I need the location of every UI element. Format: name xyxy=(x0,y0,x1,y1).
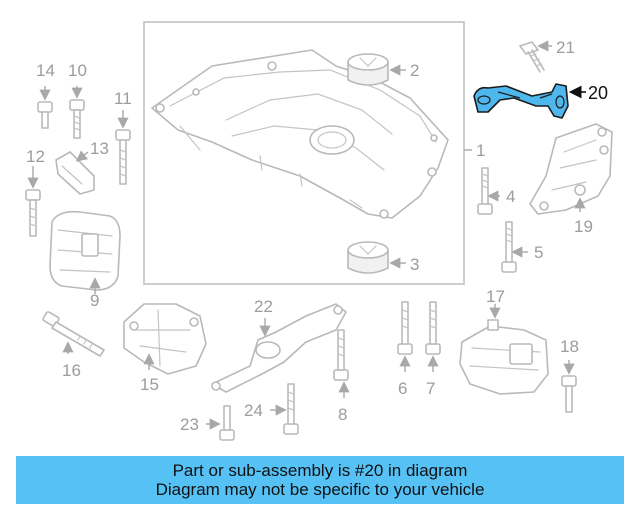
callout-2[interactable]: 2 xyxy=(410,61,419,80)
callout-19[interactable]: 19 xyxy=(574,217,593,236)
bolt-8[interactable] xyxy=(333,329,349,381)
callout-16[interactable]: 16 xyxy=(62,361,81,380)
callout-5[interactable]: 5 xyxy=(534,243,543,262)
callout-18[interactable]: 18 xyxy=(560,337,579,356)
mount-bracket-15[interactable] xyxy=(123,303,207,375)
bracket-plate-13[interactable] xyxy=(55,151,95,195)
bolt-24[interactable] xyxy=(283,383,299,435)
bolt-4[interactable] xyxy=(477,167,493,215)
torque-arm-22[interactable] xyxy=(211,303,347,393)
bolt-12[interactable] xyxy=(25,189,41,237)
bolt-21[interactable] xyxy=(519,41,545,73)
torque-rod-bracket-highlighted[interactable] xyxy=(473,83,569,119)
bolt-7[interactable] xyxy=(425,301,441,355)
callout-9[interactable]: 9 xyxy=(90,291,99,310)
banner-line-2: Diagram may not be specific to your vehi… xyxy=(155,480,485,499)
callout-3[interactable]: 3 xyxy=(410,255,419,274)
callout-6[interactable]: 6 xyxy=(398,379,407,398)
info-banner: Part or sub-assembly is #20 in diagram D… xyxy=(16,456,624,504)
bolt-10[interactable] xyxy=(69,99,85,139)
bushing-lower[interactable] xyxy=(347,241,389,274)
bolt-6[interactable] xyxy=(397,301,413,355)
callout-7[interactable]: 7 xyxy=(426,379,435,398)
callout-20[interactable]: 20 xyxy=(588,83,608,103)
callout-24[interactable]: 24 xyxy=(244,401,263,420)
callout-22[interactable]: 22 xyxy=(254,297,273,316)
banner-line-1: Part or sub-assembly is #20 in diagram xyxy=(172,461,468,480)
subframe[interactable] xyxy=(151,49,449,219)
bolt-14[interactable] xyxy=(37,101,53,129)
bolt-5[interactable] xyxy=(501,221,517,273)
callout-15[interactable]: 15 xyxy=(140,375,159,394)
callout-13[interactable]: 13 xyxy=(90,139,109,158)
bolt-18[interactable] xyxy=(561,375,577,413)
engine-mount-9[interactable] xyxy=(49,210,121,291)
callout-14[interactable]: 14 xyxy=(36,61,55,80)
callout-11[interactable]: 11 xyxy=(114,89,132,108)
callout-8[interactable]: 8 xyxy=(338,405,347,424)
parts-diagram: 1 2 3 21 xyxy=(25,21,613,441)
callout-10[interactable]: 10 xyxy=(68,61,87,80)
callout-1[interactable]: 1 xyxy=(476,141,485,160)
callout-23[interactable]: 23 xyxy=(180,415,199,434)
bolt-16[interactable] xyxy=(42,311,105,357)
callout-17[interactable]: 17 xyxy=(486,287,505,306)
callout-4[interactable]: 4 xyxy=(506,187,515,206)
callout-21[interactable]: 21 xyxy=(556,38,575,57)
callout-12[interactable]: 12 xyxy=(26,147,45,166)
subframe-group-frame xyxy=(143,21,465,285)
bolt-23[interactable] xyxy=(219,405,235,441)
mount-bracket-19[interactable] xyxy=(529,123,613,215)
engine-mount-17[interactable] xyxy=(459,319,549,395)
bolt-11[interactable] xyxy=(115,129,131,185)
bushing-upper[interactable] xyxy=(347,53,389,86)
